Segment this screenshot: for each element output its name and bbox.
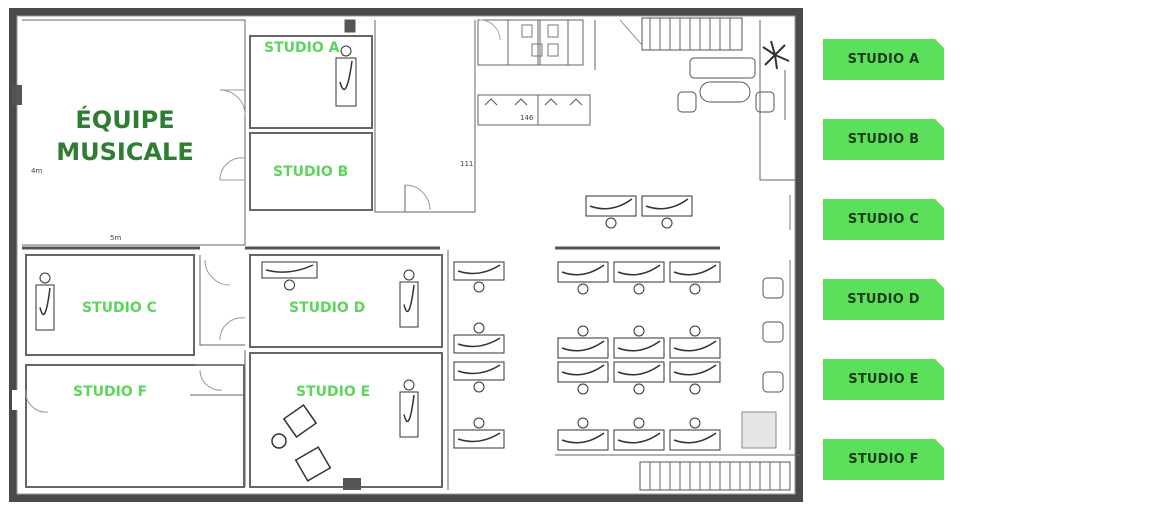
main-area-label-line1: ÉQUIPE bbox=[75, 105, 174, 134]
desk bbox=[453, 261, 505, 293]
desk bbox=[399, 269, 419, 328]
room-studio-d bbox=[249, 254, 443, 348]
room-label-studio-d: STUDIO D bbox=[289, 300, 365, 316]
legend-studio-a-button[interactable]: STUDIO A bbox=[823, 39, 944, 80]
room-studio-a bbox=[249, 35, 373, 129]
room-studio-f bbox=[25, 364, 245, 488]
desk bbox=[613, 325, 665, 359]
legend-studio-d-button[interactable]: STUDIO D bbox=[823, 279, 944, 320]
desk bbox=[613, 261, 665, 295]
room-label-studio-a: STUDIO A bbox=[264, 40, 340, 56]
desk bbox=[557, 361, 609, 395]
room-studio-c bbox=[25, 254, 195, 356]
desk bbox=[399, 379, 419, 438]
room-label-studio-c: STUDIO C bbox=[82, 300, 157, 316]
desk bbox=[585, 195, 637, 229]
room-number-111: 111 bbox=[460, 160, 473, 168]
desk bbox=[557, 417, 609, 451]
room-label-studio-b: STUDIO B bbox=[273, 164, 348, 180]
desk bbox=[35, 272, 55, 331]
legend-studio-f-button[interactable]: STUDIO F bbox=[823, 439, 944, 480]
outer-wall bbox=[9, 8, 803, 502]
dimension-height: 4m bbox=[31, 167, 42, 175]
desk bbox=[669, 325, 721, 359]
room-number-146: 146 bbox=[520, 114, 534, 122]
dimension-width: 5m bbox=[110, 234, 121, 242]
legend-studio-c-button[interactable]: STUDIO C bbox=[823, 199, 944, 240]
desk bbox=[557, 325, 609, 359]
desk bbox=[453, 361, 505, 393]
desk bbox=[453, 417, 505, 449]
desk bbox=[669, 361, 721, 395]
desk bbox=[613, 417, 665, 451]
desk bbox=[669, 261, 721, 295]
room-studio-e bbox=[249, 352, 443, 488]
room-label-studio-e: STUDIO E bbox=[296, 384, 370, 400]
desk bbox=[613, 361, 665, 395]
desk bbox=[335, 45, 357, 107]
desk bbox=[261, 261, 318, 291]
desk bbox=[453, 322, 505, 354]
desk bbox=[641, 195, 693, 229]
main-area-label-line2: MUSICALE bbox=[56, 138, 193, 166]
legend-studio-e-button[interactable]: STUDIO E bbox=[823, 359, 944, 400]
floor-plan: ÉQUIPE MUSICALE STUDIO A STUDIO B STUDIO… bbox=[9, 8, 803, 502]
desk bbox=[669, 417, 721, 451]
room-studio-b bbox=[249, 132, 373, 211]
room-label-studio-f: STUDIO F bbox=[73, 384, 147, 400]
legend-studio-b-button[interactable]: STUDIO B bbox=[823, 119, 944, 160]
desk bbox=[557, 261, 609, 295]
